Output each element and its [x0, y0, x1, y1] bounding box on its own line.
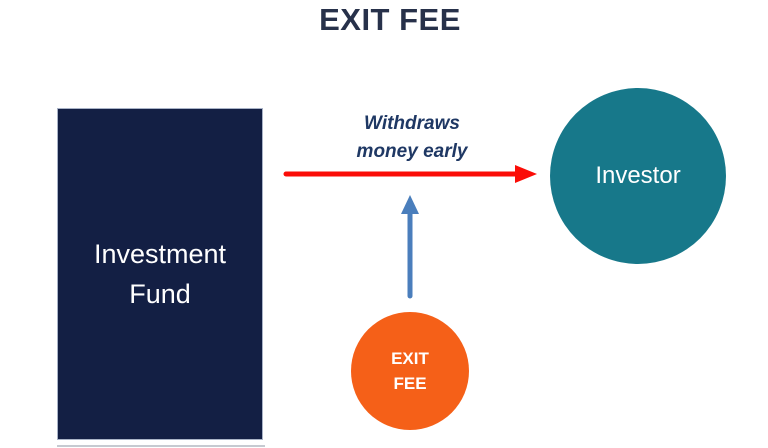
exit-fee-label-line1: EXIT: [391, 349, 429, 368]
investment-fund-label: Investment Fund: [93, 239, 227, 309]
exit-fee-label-line2: FEE: [393, 374, 427, 393]
exit-fee-circle: EXIT FEE: [351, 312, 469, 430]
withdraws-annotation-line1: Withdraws: [364, 113, 460, 134]
investment-fund-box: Investment Fund: [57, 108, 263, 440]
withdraws-annotation: Withdraws money early: [357, 110, 468, 166]
investor-circle: Investor: [550, 88, 726, 264]
fund-shadow-line: [57, 445, 265, 447]
exit-fee-arrow-up-icon: [401, 195, 419, 299]
exit-fee-arrowhead-icon: [401, 195, 419, 214]
withdraw-arrowhead-icon: [515, 165, 537, 183]
page-title: EXIT FEE: [319, 2, 461, 37]
withdraw-arrow-right-icon: [283, 165, 537, 183]
investor-label: Investor: [595, 162, 681, 189]
withdraws-annotation-line2: money early: [356, 141, 468, 162]
